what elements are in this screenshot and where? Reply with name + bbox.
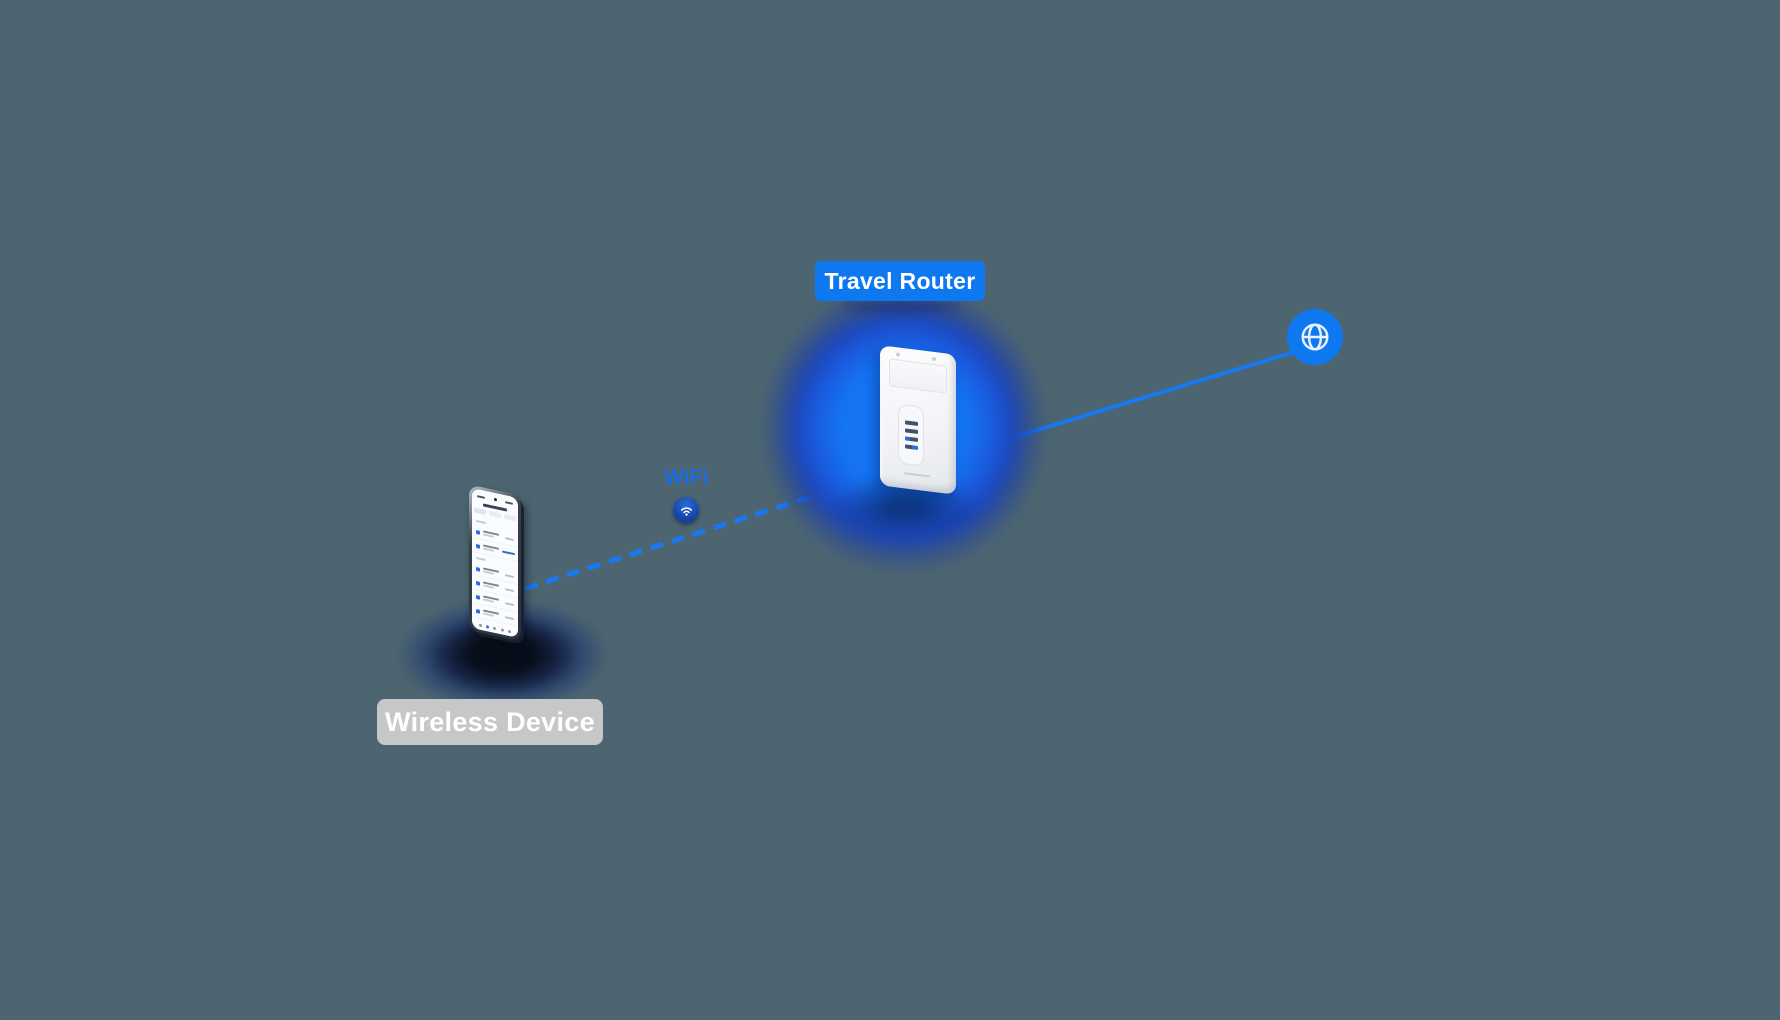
phone-clock <box>477 494 485 499</box>
wireless-device-label: Wireless Device <box>385 706 595 737</box>
router-screw <box>932 356 936 362</box>
travel-router-device <box>880 345 956 495</box>
router-screw <box>896 352 900 357</box>
phone-tab <box>474 507 486 516</box>
router-vent-slat <box>904 420 918 426</box>
phone-tab <box>504 513 516 522</box>
wireless-device-phone <box>469 484 521 642</box>
travel-router-badge: Travel Router <box>815 261 985 301</box>
wifi-node <box>673 497 699 523</box>
router-led-slat <box>904 444 918 450</box>
wifi-link-label: WiFi <box>663 466 709 489</box>
router-label-recess <box>889 358 947 394</box>
router-brand-text <box>904 472 930 478</box>
internet-node <box>1287 309 1343 365</box>
wifi-icon <box>680 506 692 516</box>
phone-camera-dot <box>493 497 497 502</box>
router-vent-slat <box>904 428 918 434</box>
router-led-panel <box>898 403 924 467</box>
phone-screen <box>472 488 518 638</box>
router-led-slat <box>904 436 918 442</box>
phone-tab <box>489 510 501 519</box>
wireless-device-badge: Wireless Device <box>377 699 603 745</box>
phone-battery <box>505 500 513 505</box>
router-badge-shadow <box>838 302 962 311</box>
globe-icon <box>1301 323 1329 351</box>
travel-router-label: Travel Router <box>824 267 976 294</box>
